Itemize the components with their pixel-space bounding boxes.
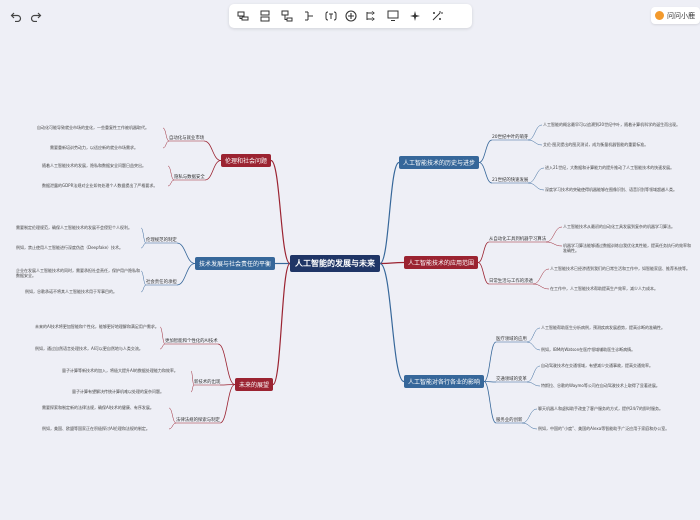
leaf-item[interactable]: 量子计算有望解决传统计算机难以处理的复杂问题。 xyxy=(72,389,164,394)
subtopic-social-responsibility[interactable]: 社会责任的承担 xyxy=(146,280,177,285)
topic-ethics-society[interactable]: 伦理和社会问题 xyxy=(221,154,272,167)
editing-toolbar xyxy=(229,4,472,28)
leaf-item[interactable]: 需要重新培训劳动力，以适应新的就业市场需求。 xyxy=(50,145,138,150)
subtopic-automation-to-ml[interactable]: 从自动化工具到机器学习算法 xyxy=(489,237,547,242)
layout-icon[interactable] xyxy=(385,8,401,24)
leaf-item[interactable]: 机器学习算法能够通过数据训练自我优化其性能，提高任务执行的效率和准确性。 xyxy=(563,243,691,254)
subtopic-smarter-ai[interactable]: 更加智能和个性化的AI技术 xyxy=(165,339,218,344)
subtopic-medical[interactable]: 医疗领域的应用 xyxy=(496,337,527,342)
leaf-item[interactable]: 人工智能帮助医生分析病例，预测疾病发展趋势，提高诊断的准确性。 xyxy=(541,325,665,330)
boundary-icon[interactable] xyxy=(323,8,339,24)
leaf-item[interactable]: 例如，禁止使用人工智能进行深度伪造（Deepfake）技术。 xyxy=(16,245,124,250)
ask-assistant-button[interactable]: 问问小鹿 xyxy=(651,7,700,24)
leaf-item[interactable]: 需要制定伦理规范，确保人工智能技术的发展不会侵犯个人权利。 xyxy=(16,225,132,230)
insert-parent-icon[interactable] xyxy=(279,8,295,24)
subtopic-services[interactable]: 服务业的创新 xyxy=(496,418,523,423)
leaf-item[interactable]: 特斯拉、谷歌的Waymo等公司在自动驾驶技术上取得了显著进展。 xyxy=(541,383,660,388)
leaf-item[interactable]: 自动驾驶技术在交通领域，有望减少交通事故，提高交通效率。 xyxy=(541,363,653,368)
subtopic-legal-framework[interactable]: 法律法规的探索与制定 xyxy=(176,418,220,423)
topic-tech-responsibility[interactable]: 技术发展与社会责任的平衡 xyxy=(195,257,276,270)
relationship-icon[interactable] xyxy=(363,8,379,24)
leaf-item[interactable]: 例如，中国的“小度”、美国的Alexa等智能助手广泛应用于家庭和办公室。 xyxy=(538,426,670,431)
root-topic[interactable]: 人工智能的发展与未来 xyxy=(290,255,380,272)
insert-subtopic-icon[interactable] xyxy=(257,8,273,24)
subtopic-21st-century[interactable]: 21世纪的快速发展 xyxy=(492,178,529,183)
add-icon[interactable] xyxy=(343,8,359,24)
leaf-item[interactable]: 例如，通过自然语言处理技术，AI可以更自然地与人类交流。 xyxy=(35,346,143,351)
topic-ai-industry-impact[interactable]: 人工智能对各行各业的影响 xyxy=(404,375,485,388)
leaf-item[interactable]: 深度学习技术的突破使得机器能够在图像识别、语音识别等领域超越人类。 xyxy=(545,187,677,192)
leaf-item[interactable]: 数据泄露的GDPR法规对企业如何处理个人数据提出了严格要求。 xyxy=(42,183,158,188)
magic-wand-icon[interactable] xyxy=(429,8,445,24)
subtopic-mid-20th-century[interactable]: 20世纪中叶的萌芽 xyxy=(492,135,529,140)
leaf-item[interactable]: 例如，IBM的Watson在医疗领域辅助医生诊断病情。 xyxy=(541,347,636,352)
redo-icon[interactable] xyxy=(28,8,44,24)
leaf-item[interactable]: 企业在发展人工智能技术的同时，需要承担社会责任，保护用户隐私和数据安全。 xyxy=(16,268,140,279)
topic-future-outlook[interactable]: 未来的展望 xyxy=(235,378,274,391)
leaf-item[interactable]: 自动化可能导致就业市场的变化，一些重复性工作被机器取代。 xyxy=(37,125,149,130)
subtopic-transport[interactable]: 交通领域的变革 xyxy=(496,377,527,382)
assistant-logo-icon xyxy=(655,11,664,20)
leaf-item[interactable]: 进入21世纪，大数据和计算能力的提升推动了人工智能技术的快速发展。 xyxy=(545,165,675,170)
undo-icon[interactable] xyxy=(8,8,24,24)
leaf-item[interactable]: 随着人工智能技术的发展，隐私和数据安全问题日益突出。 xyxy=(42,163,146,168)
ask-assistant-label: 问问小鹿 xyxy=(667,11,695,20)
leaf-item[interactable]: 人工智能的概念最早可以追溯到20世纪中叶，随着计算机科学的诞生而出现。 xyxy=(543,122,681,127)
leaf-item[interactable]: 例如，谷歌承诺不将其人工智能技术用于军事目的。 xyxy=(25,289,117,294)
subtopic-ethics-norms[interactable]: 伦理规范的制定 xyxy=(146,238,177,243)
leaf-item[interactable]: 人工智能技术已经渗透到我们的日常生活和工作中，如智能家居、推荐系统等。 xyxy=(550,266,690,271)
leaf-item[interactable]: 例如，美国、欧盟等国家正在积极探讨AI伦理和法规的制定。 xyxy=(42,426,150,431)
topic-ai-applications[interactable]: 人工智能技术的应用范围 xyxy=(404,256,479,269)
subtopic-automation-jobs[interactable]: 自动化与就业市场 xyxy=(169,136,205,141)
leaf-item[interactable]: 聊天机器人和虚拟助手改变了客户服务的方式，提供24/7的即时服务。 xyxy=(538,406,663,411)
subtopic-daily-life[interactable]: 日常生活与工作的渗透 xyxy=(489,279,533,284)
topic-ai-history[interactable]: 人工智能技术的历史与进步 xyxy=(399,156,480,169)
insert-topic-icon[interactable] xyxy=(235,8,251,24)
leaf-item[interactable]: 人工智能技术从最初的自动化工具发展到复杂的机器学习算法。 xyxy=(563,224,675,229)
ai-sparkle-icon[interactable] xyxy=(407,8,423,24)
subtopic-new-tech[interactable]: 新技术的出现 xyxy=(194,380,221,385)
leaf-item[interactable]: 未来的AI技术将更加智能和个性化，能够更好地理解和满足用户需求。 xyxy=(35,324,159,329)
subtopic-privacy[interactable]: 隐私与数据安全 xyxy=(174,175,205,180)
summary-icon[interactable] xyxy=(301,8,317,24)
leaf-item[interactable]: 在工作中，人工智能技术帮助提高生产效率，减少人力成本。 xyxy=(550,286,658,291)
leaf-item[interactable]: 量子计算等新技术的加入，将极大提升AI的数据处理能力和效率。 xyxy=(62,368,178,373)
leaf-item[interactable]: 需要探索和制定新的法律法规，确保AI技术的健康、有序发展。 xyxy=(42,405,154,410)
leaf-item[interactable]: 艾伦·图灵提出的图灵测试，成为衡量机器智能的重要标准。 xyxy=(543,142,649,147)
